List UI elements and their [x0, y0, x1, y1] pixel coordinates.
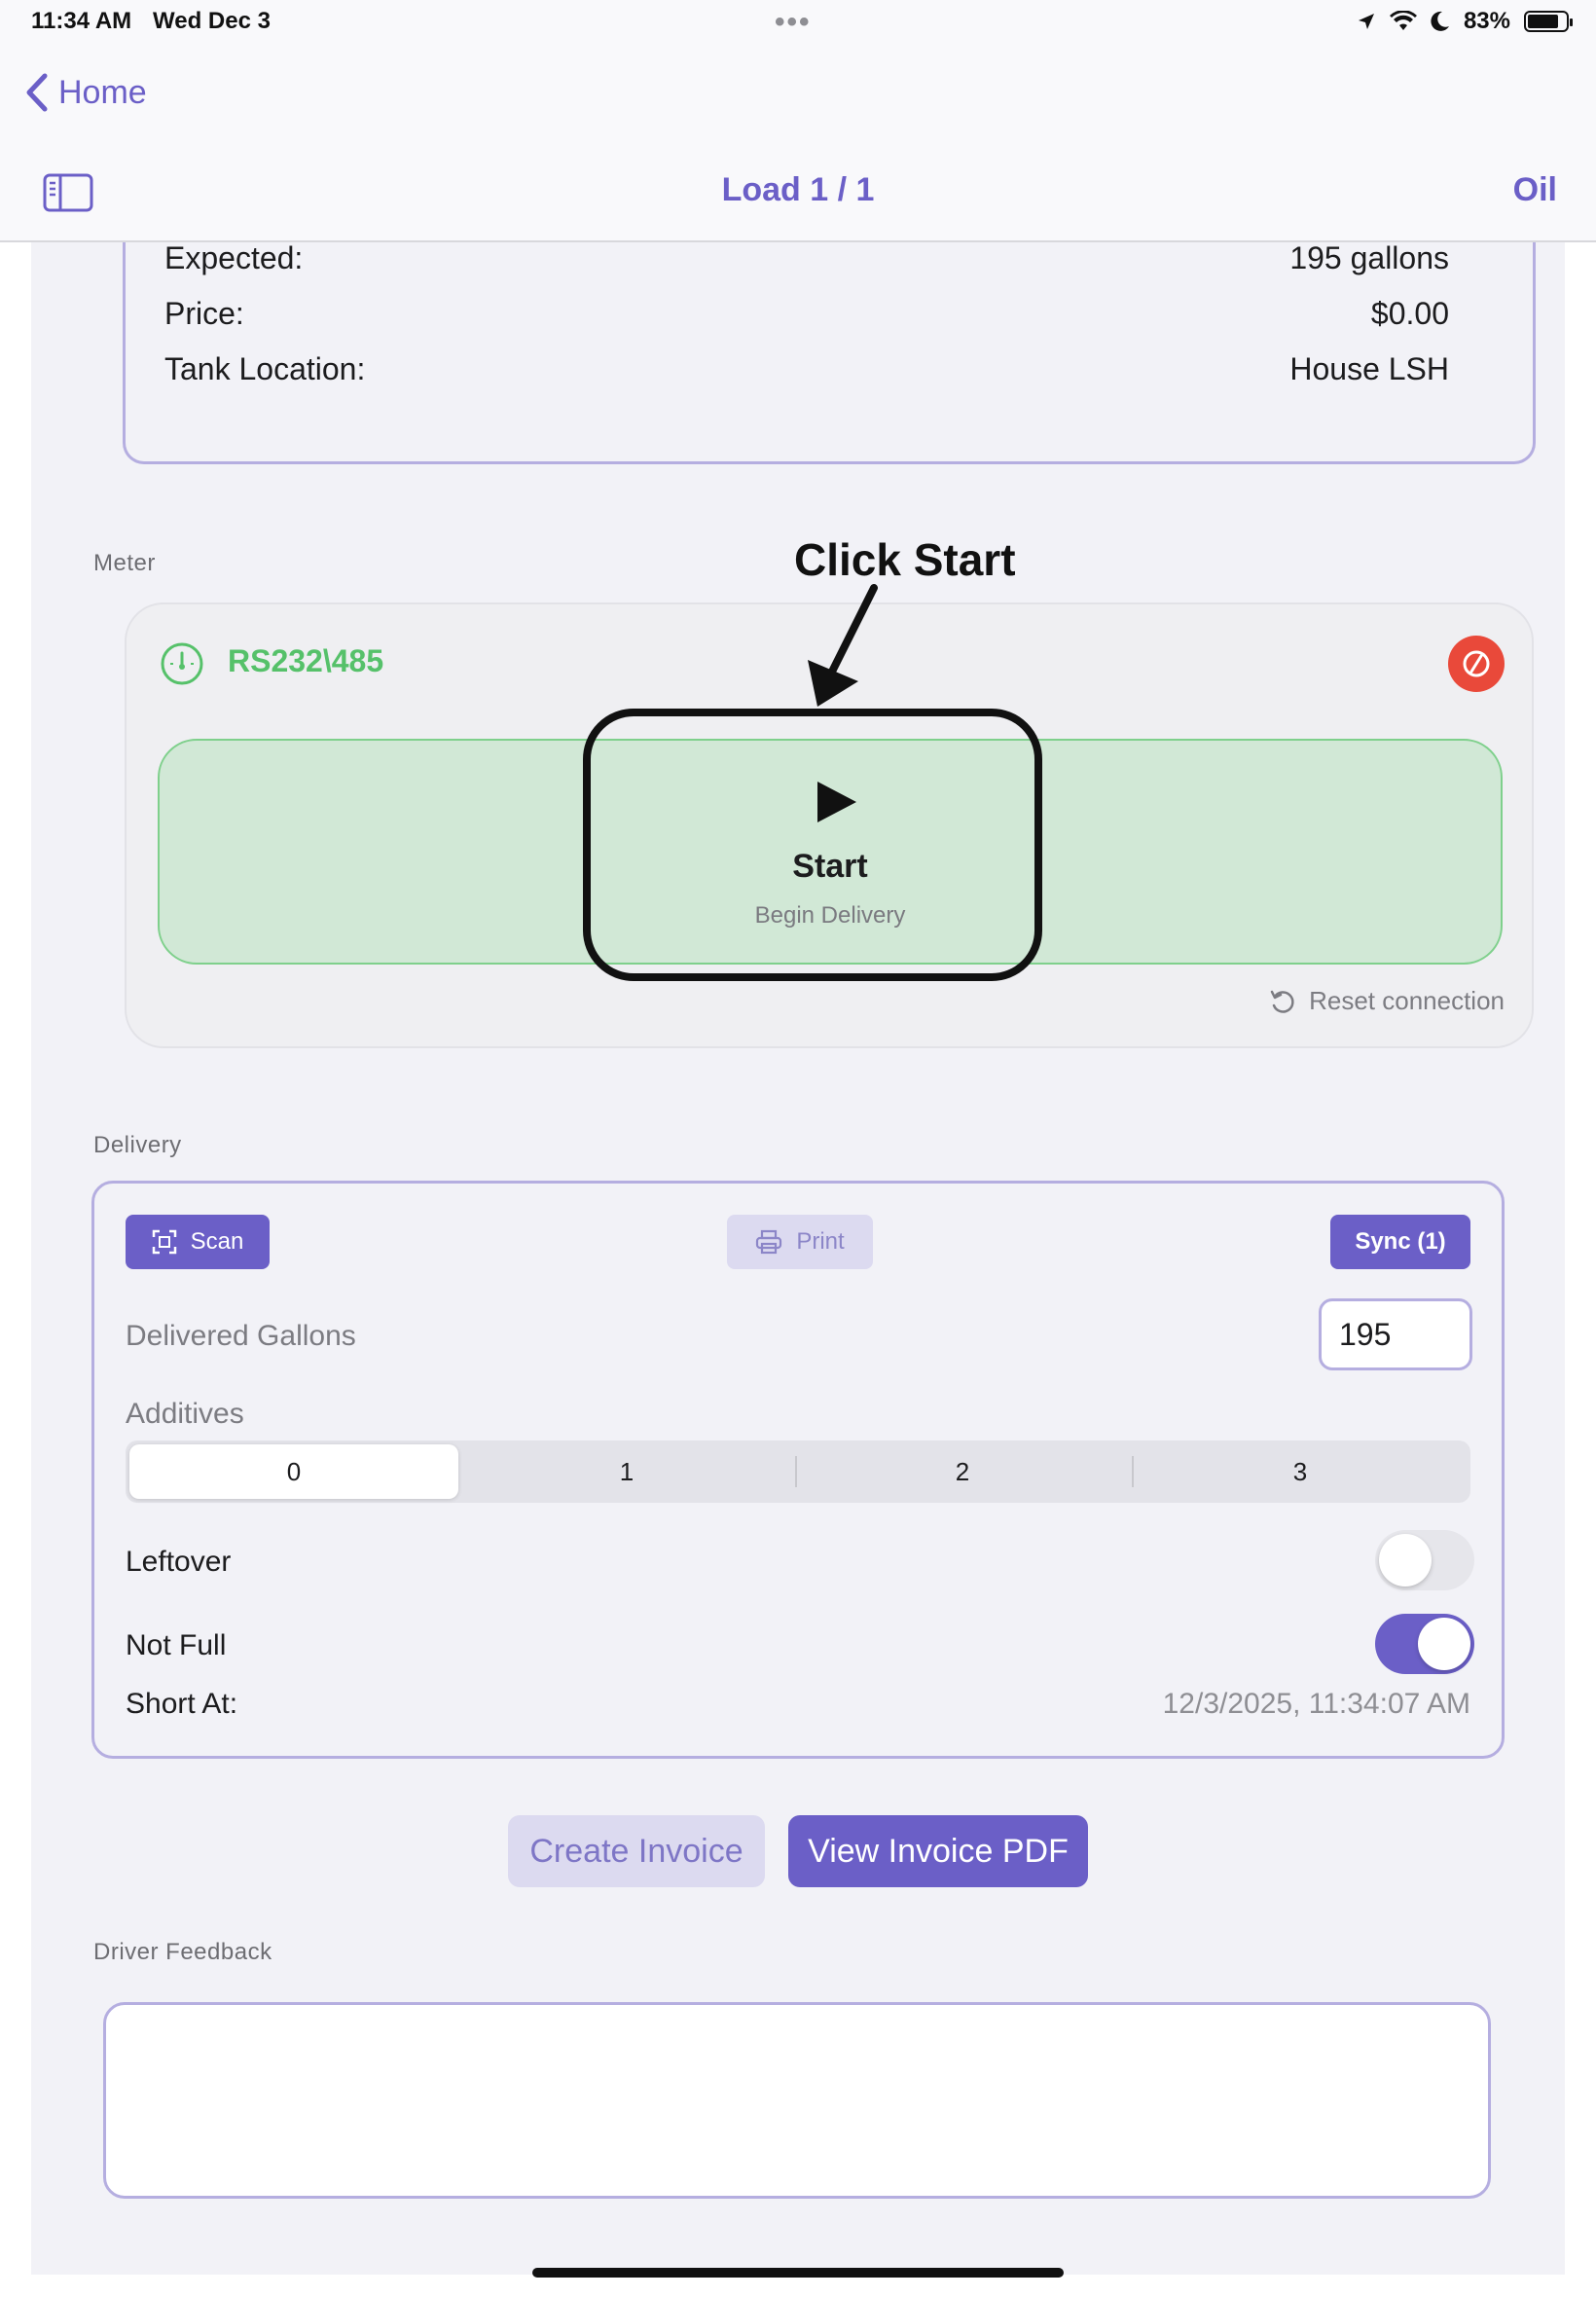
- scan-label: Scan: [190, 1228, 244, 1255]
- additives-segmented-control: 0 1 2 3: [126, 1440, 1470, 1503]
- scan-button[interactable]: Scan: [126, 1215, 270, 1269]
- toggle-knob: [1418, 1618, 1470, 1670]
- info-value: 195 gallons: [1289, 240, 1449, 275]
- print-label: Print: [796, 1228, 845, 1255]
- additives-option[interactable]: 1: [619, 1456, 635, 1486]
- meter-section-label: Meter: [93, 550, 156, 576]
- home-indicator[interactable]: [532, 2268, 1064, 2278]
- short-at-value: 12/3/2025, 11:34:07 AM: [1162, 1688, 1470, 1720]
- delivery-section-label: Delivery: [93, 1132, 182, 1158]
- create-invoice-button[interactable]: Create Invoice: [508, 1815, 765, 1887]
- play-icon: [817, 782, 856, 822]
- disconnect-button[interactable]: [1448, 636, 1505, 692]
- annotation-highlight-box: [583, 709, 1042, 981]
- not-full-toggle[interactable]: [1375, 1614, 1474, 1674]
- sync-button[interactable]: Sync (1): [1330, 1215, 1470, 1269]
- status-indicators: 83%: [1357, 8, 1573, 35]
- product-type-button[interactable]: Oil: [1512, 171, 1557, 208]
- start-sublabel: Begin Delivery: [754, 902, 906, 929]
- info-label: Price:: [164, 296, 244, 331]
- info-row-tank-location: Tank Location: House LSH: [164, 351, 1449, 390]
- moon-icon: [1431, 11, 1449, 31]
- view-invoice-pdf-button[interactable]: View Invoice PDF: [788, 1815, 1088, 1887]
- reset-label: Reset connection: [1309, 986, 1505, 1015]
- leftover-toggle[interactable]: [1375, 1530, 1474, 1590]
- printer-icon: [756, 1229, 782, 1255]
- status-date: Wed Dec 3: [153, 8, 271, 34]
- reset-icon: [1270, 990, 1294, 1013]
- info-value: $0.00: [1370, 296, 1449, 331]
- delivered-gallons-input[interactable]: [1319, 1298, 1472, 1370]
- info-row-price: Price: $0.00: [164, 296, 1449, 335]
- delivery-card: Scan Print Sync (1) Delivered Gallons Ad…: [91, 1181, 1505, 1759]
- prohibited-icon: [1463, 650, 1490, 677]
- toggle-knob: [1379, 1534, 1432, 1586]
- annotation-text: Click Start: [794, 534, 1016, 585]
- location-icon: [1358, 14, 1374, 29]
- chevron-left-icon: [26, 73, 48, 112]
- additives-option[interactable]: 0: [129, 1444, 458, 1499]
- info-value: House LSH: [1289, 351, 1449, 386]
- driver-feedback-input[interactable]: [103, 2002, 1491, 2199]
- scan-icon: [152, 1229, 176, 1255]
- additives-option[interactable]: 3: [1292, 1456, 1308, 1486]
- info-label: Tank Location:: [164, 351, 366, 386]
- page-title: Load 1 / 1: [721, 171, 875, 208]
- not-full-label: Not Full: [126, 1629, 227, 1661]
- segment-divider: [1132, 1456, 1134, 1487]
- gauge-icon: [161, 642, 203, 685]
- reset-connection-button[interactable]: Reset connection: [1268, 986, 1505, 1016]
- meter-name: RS232\485: [228, 643, 384, 678]
- delivered-gallons-label: Delivered Gallons: [126, 1320, 356, 1352]
- battery-percent: 83%: [1463, 8, 1510, 34]
- print-button[interactable]: Print: [727, 1215, 873, 1269]
- additives-label: Additives: [126, 1398, 244, 1430]
- info-row-expected: Expected: 195 gallons: [164, 240, 1449, 279]
- content-area: Expected: 195 gallons Price: $0.00 Tank …: [31, 240, 1565, 2275]
- multitasking-dots-icon[interactable]: •••: [775, 6, 812, 38]
- annotation-arrow-icon: [808, 584, 878, 707]
- top-bar: 11:34 AM Wed Dec 3 ••• 83% Home Load 1 /…: [0, 0, 1596, 242]
- load-info-card: Expected: 195 gallons Price: $0.00 Tank …: [123, 240, 1536, 464]
- battery-icon: [1524, 11, 1573, 32]
- back-label: Home: [58, 73, 147, 111]
- sidebar-toggle-icon[interactable]: [43, 173, 93, 212]
- driver-feedback-label: Driver Feedback: [93, 1939, 272, 1965]
- segment-divider: [795, 1456, 797, 1487]
- start-delivery-button[interactable]: Start Begin Delivery: [158, 739, 1503, 965]
- info-label: Expected:: [164, 240, 304, 275]
- additives-option[interactable]: 2: [955, 1456, 970, 1486]
- short-at-label: Short At:: [126, 1688, 238, 1720]
- status-time: 11:34 AM: [31, 8, 132, 34]
- start-label: Start: [792, 848, 868, 885]
- leftover-label: Leftover: [126, 1546, 232, 1578]
- back-button[interactable]: Home: [23, 72, 147, 113]
- wifi-icon: [1389, 11, 1417, 30]
